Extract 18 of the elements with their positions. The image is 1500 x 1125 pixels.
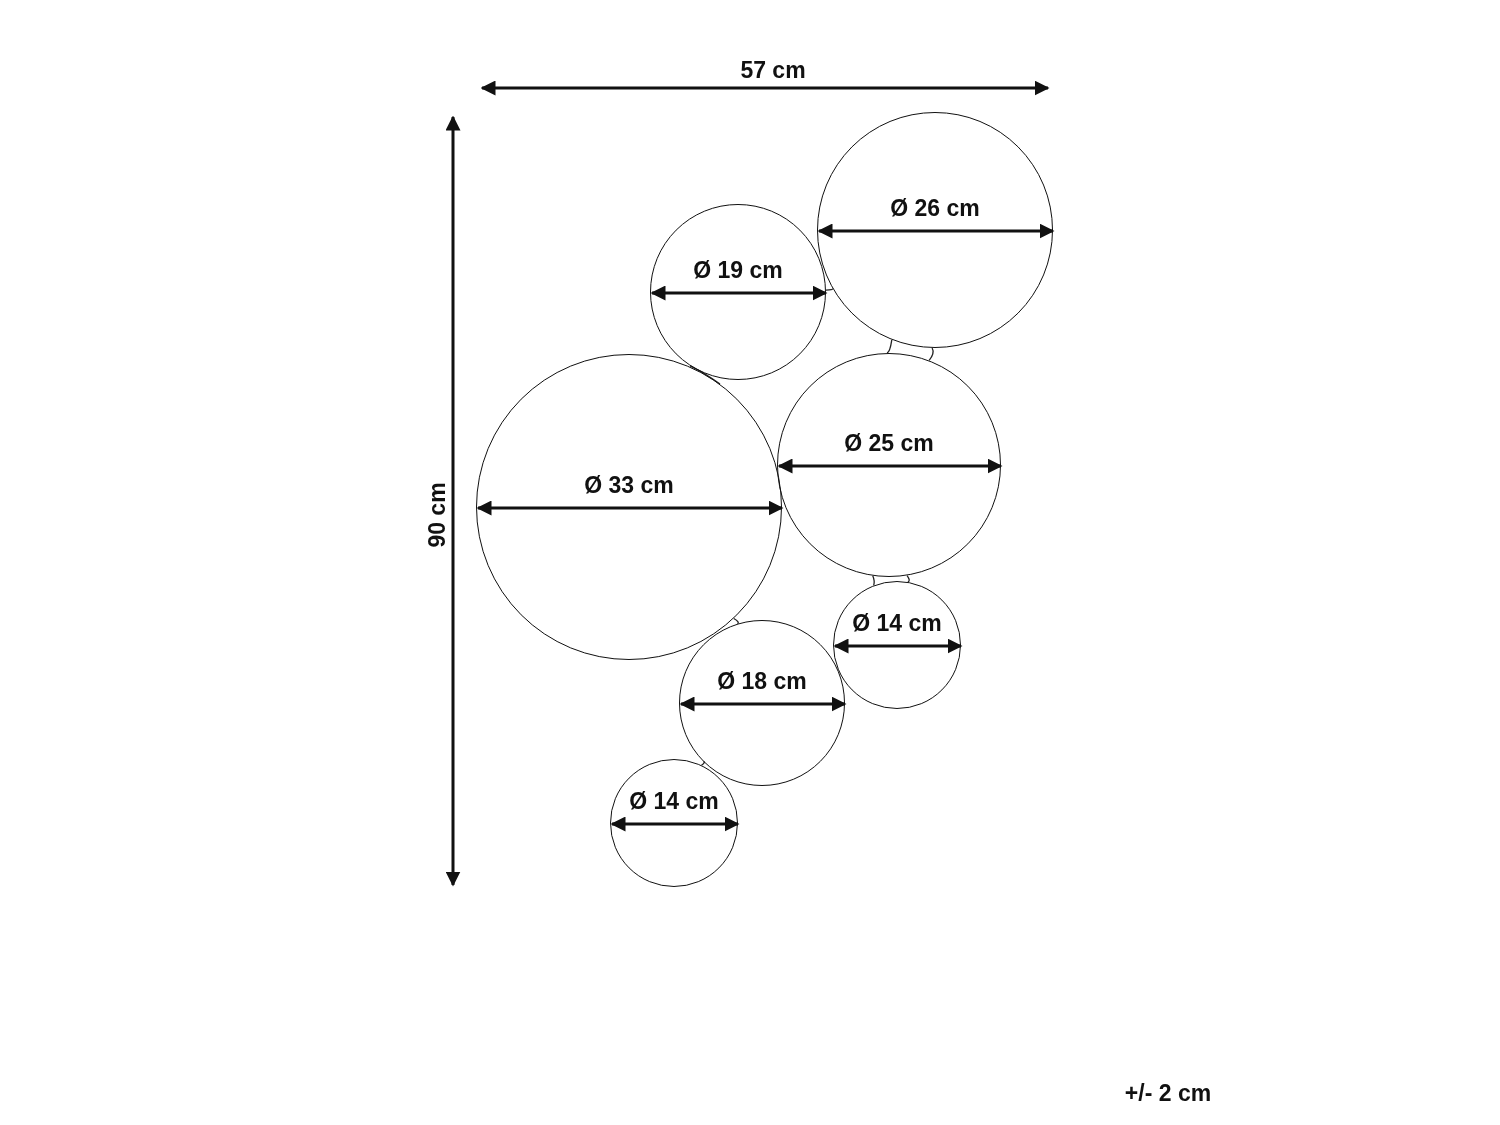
dimension-text: Ø 26 cm	[889, 197, 981, 220]
joint-link	[872, 575, 875, 587]
dimension-text: Ø 18 cm	[716, 670, 808, 693]
joint-link	[700, 761, 705, 766]
dimension-text: Ø 19 cm	[692, 259, 784, 282]
dimension-text: Ø 14 cm	[851, 612, 943, 635]
joint-link	[825, 287, 834, 291]
joint-link	[689, 365, 721, 385]
joint-link	[906, 574, 910, 583]
dimension-text: Ø 25 cm	[843, 432, 935, 455]
joint-link	[733, 617, 739, 625]
dimension-text: +/- 2 cm	[1124, 1081, 1212, 1105]
dimension-text: Ø 33 cm	[583, 474, 675, 497]
joint-link	[928, 347, 934, 362]
joint-link	[886, 339, 893, 354]
dimension-text: Ø 14 cm	[628, 790, 720, 813]
dimension-text: 90 cm	[425, 482, 449, 548]
dimension-text: 57 cm	[740, 58, 806, 82]
